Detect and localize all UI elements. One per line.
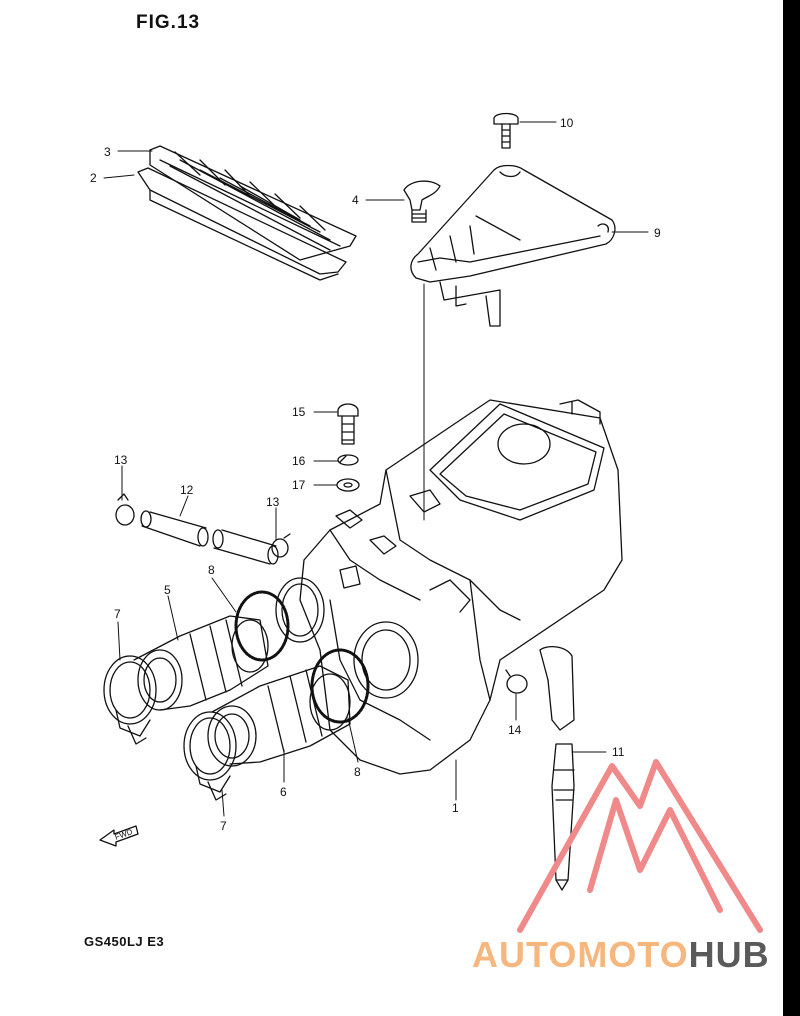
callout-11: 11 <box>612 745 625 759</box>
drain-tube-11 <box>551 743 575 891</box>
washer-17 <box>336 478 360 492</box>
callout-4: 4 <box>352 193 359 207</box>
watermark-logo <box>517 759 763 933</box>
fwd-arrow-icon: FWD <box>99 825 139 847</box>
callout-12: 12 <box>180 483 194 497</box>
bolt-15 <box>337 403 359 445</box>
callout-1: 1 <box>452 801 459 815</box>
callout-15: 15 <box>292 405 306 419</box>
o-ring-8 <box>234 590 370 724</box>
callout-10: 10 <box>560 116 574 130</box>
callout-8a: 8 <box>208 563 215 577</box>
screw-10 <box>493 112 519 149</box>
callout-5: 5 <box>164 583 171 597</box>
callout-13a: 13 <box>114 453 128 467</box>
figure-title: FIG.13 <box>136 12 201 33</box>
callout-6: 6 <box>280 785 287 799</box>
right-edge-bar <box>783 0 800 1016</box>
callout-14: 14 <box>508 723 522 737</box>
air-cleaner-box <box>275 399 623 775</box>
intake-pipe-5 <box>133 615 269 711</box>
clamp-7 <box>103 655 237 801</box>
callout-labels: 3 2 4 10 9 15 16 17 13 12 13 8 5 7 7 6 8… <box>90 116 661 833</box>
callout-7a: 7 <box>114 607 121 621</box>
hose-12 <box>140 510 279 565</box>
wing-bolt <box>403 180 441 223</box>
leader-lines <box>103 121 649 817</box>
callout-16: 16 <box>292 454 306 468</box>
air-cleaner-cover <box>410 164 616 327</box>
callout-3: 3 <box>104 145 111 159</box>
callout-8b: 8 <box>354 765 361 779</box>
callout-17: 17 <box>292 478 306 492</box>
watermark-text: AUTOMOTOHUB <box>472 934 770 976</box>
callout-9: 9 <box>654 226 661 240</box>
watermark-text-a: AUTOMOTO <box>472 934 689 975</box>
watermark-text-b: HUB <box>688 934 770 975</box>
callout-13b: 13 <box>266 495 280 509</box>
clip-13 <box>115 493 291 558</box>
callout-2: 2 <box>90 171 97 185</box>
callout-7b: 7 <box>220 819 227 833</box>
clip-14 <box>505 669 528 694</box>
air-filter-element <box>137 145 357 281</box>
model-code: GS450LJ E3 <box>84 934 165 949</box>
intake-pipe-6 <box>207 665 351 767</box>
lockwasher-16 <box>337 454 359 466</box>
